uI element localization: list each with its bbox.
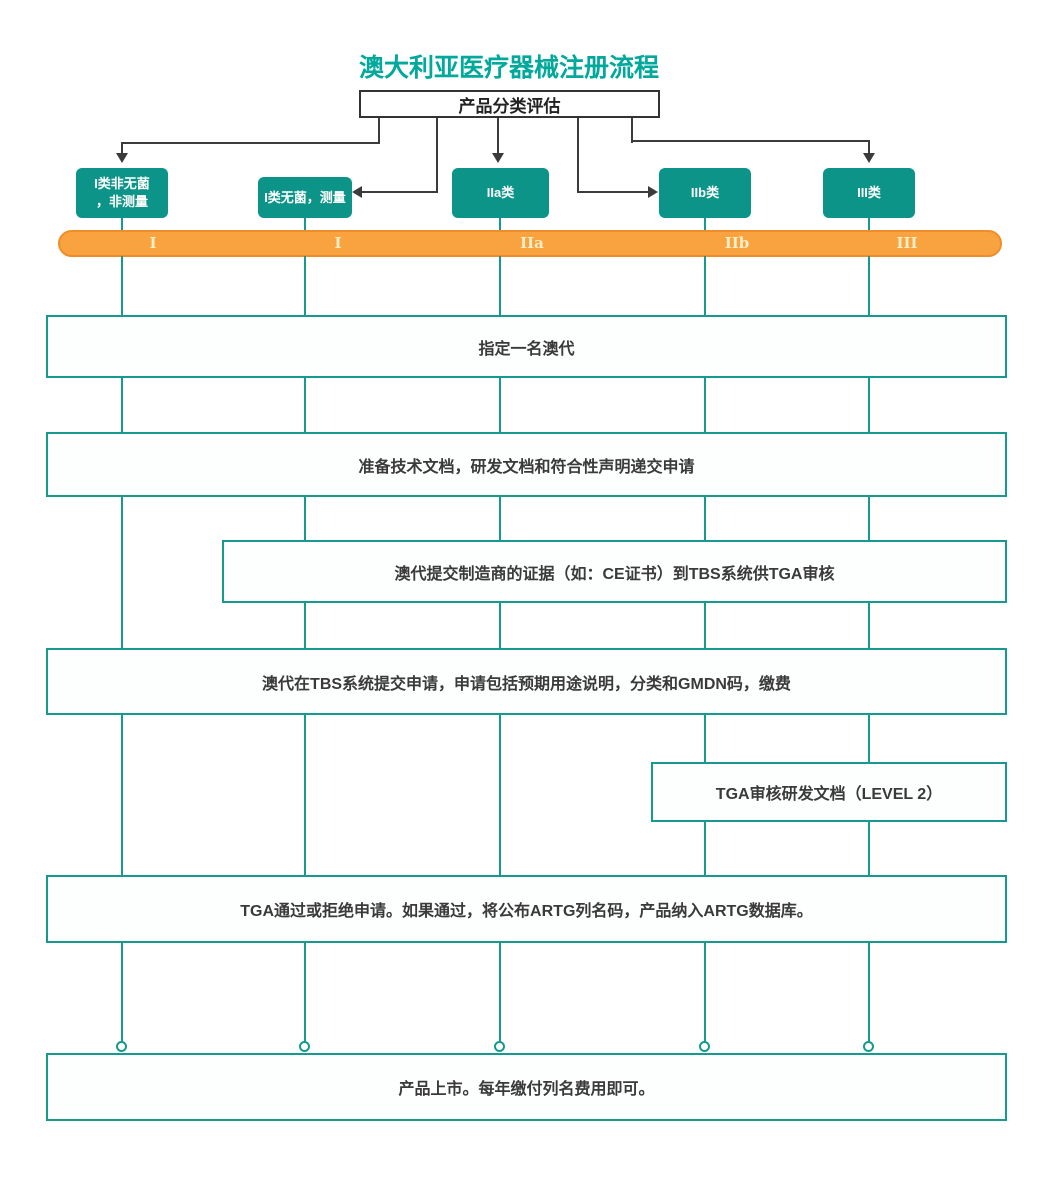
connector-line [362, 191, 438, 193]
node-circle [299, 1041, 310, 1052]
connector-line [121, 142, 380, 144]
flow-line [704, 714, 706, 763]
flow-line [121, 496, 123, 649]
flow-line [704, 218, 706, 231]
node-circle [699, 1041, 710, 1052]
flow-line [121, 714, 123, 876]
flow-line [499, 218, 501, 231]
connector-line [497, 118, 499, 154]
stage-label: 产品上市。每年缴付列名费用即可。 [398, 1081, 655, 1098]
flow-line [868, 942, 870, 1043]
connector-line [868, 140, 870, 154]
band-label-5: III [896, 234, 918, 252]
class-box-label: III类 [857, 185, 881, 201]
flow-line [121, 942, 123, 1043]
flow-line [868, 496, 870, 541]
stage-tga-decision: TGA通过或拒绝申请。如果通过，将公布ARTG列名码，产品纳入ARTG数据库。 [46, 875, 1007, 943]
flow-line [868, 602, 870, 649]
flow-line [121, 256, 123, 316]
band-label-2: I [334, 234, 342, 252]
stage-label: TGA通过或拒绝申请。如果通过，将公布ARTG列名码，产品纳入ARTG数据库。 [240, 903, 813, 920]
band-label-4: IIb [724, 234, 750, 252]
flow-line [499, 377, 501, 433]
flow-line [704, 602, 706, 649]
page-title: 澳大利亚医疗器械注册流程 [358, 54, 660, 82]
class-box-1-nonsterile: I类非无菌 ，非测量 [76, 168, 168, 218]
flow-line [499, 602, 501, 649]
stage-label: TGA审核研发文档（LEVEL 2） [715, 786, 943, 803]
flow-line [499, 714, 501, 876]
class-box-label: I类无菌，测量 [264, 189, 346, 205]
stage-submit-evidence: 澳代提交制造商的证据（如：CE证书）到TBS系统供TGA审核 [222, 540, 1007, 603]
flow-line [499, 496, 501, 541]
class-box-1-sterile-measuring: I类无菌，测量 [258, 177, 352, 218]
flow-line [704, 377, 706, 433]
flow-line [304, 942, 306, 1043]
node-circle [116, 1041, 127, 1052]
flow-line [868, 218, 870, 231]
stage-label: 澳代提交制造商的证据（如：CE证书）到TBS系统供TGA审核 [394, 565, 835, 583]
stage-label: 澳代在TBS系统提交申请，申请包括预期用途说明，分类和GMDN码，缴费 [262, 675, 791, 693]
flow-line [304, 496, 306, 541]
arrow-right-icon [648, 186, 658, 198]
arrow-down-icon [492, 153, 504, 163]
flow-line [704, 942, 706, 1043]
flow-line [704, 821, 706, 876]
connector-line [631, 118, 633, 143]
flow-line [868, 377, 870, 433]
flow-line [704, 496, 706, 541]
class-box-label: IIa类 [486, 185, 515, 201]
class-box-label: IIb类 [690, 185, 720, 201]
flow-line [121, 377, 123, 433]
flow-line [121, 218, 123, 231]
connector-line [378, 118, 380, 144]
node-circle [494, 1041, 505, 1052]
arrow-down-icon [116, 153, 128, 163]
arrow-down-icon [863, 153, 875, 163]
flow-line [868, 821, 870, 876]
flow-line [304, 377, 306, 433]
connector-line [631, 140, 870, 142]
stage-appoint-sponsor: 指定一名澳代 [46, 315, 1007, 378]
stage-label: 准备技术文档，研发文档和符合性声明递交申请 [358, 458, 695, 476]
band-label-1: I [149, 234, 157, 252]
stage-label: 指定一名澳代 [478, 340, 575, 358]
flow-line [304, 256, 306, 316]
connector-line [436, 118, 438, 193]
flow-line [304, 714, 306, 876]
flow-line [304, 218, 306, 231]
flow-line [304, 602, 306, 649]
stage-product-launch: 产品上市。每年缴付列名费用即可。 [46, 1053, 1007, 1121]
stage-tga-level2-review: TGA审核研发文档（LEVEL 2） [651, 762, 1007, 822]
class-box-label: I类非无菌 ，非测量 [94, 176, 150, 209]
flow-line [499, 942, 501, 1043]
arrow-left-icon [352, 186, 362, 198]
connector-line [121, 142, 123, 154]
flow-line [499, 256, 501, 316]
flow-line [704, 256, 706, 316]
stage-tbs-application: 澳代在TBS系统提交申请，申请包括预期用途说明，分类和GMDN码，缴费 [46, 648, 1007, 715]
flow-line [868, 714, 870, 763]
root-classification-label: 产品分类评估 [458, 96, 561, 116]
connector-line [577, 191, 650, 193]
band-label-3: IIa [520, 234, 544, 252]
class-box-2a: IIa类 [452, 168, 549, 218]
node-circle [863, 1041, 874, 1052]
flow-line [868, 256, 870, 316]
connector-line [577, 118, 579, 193]
root-classification-box: 产品分类评估 [359, 90, 660, 118]
stage-prepare-documents: 准备技术文档，研发文档和符合性声明递交申请 [46, 432, 1007, 497]
class-band-bar [58, 230, 1002, 257]
class-box-2b: IIb类 [659, 168, 751, 218]
class-box-3: III类 [823, 168, 915, 218]
